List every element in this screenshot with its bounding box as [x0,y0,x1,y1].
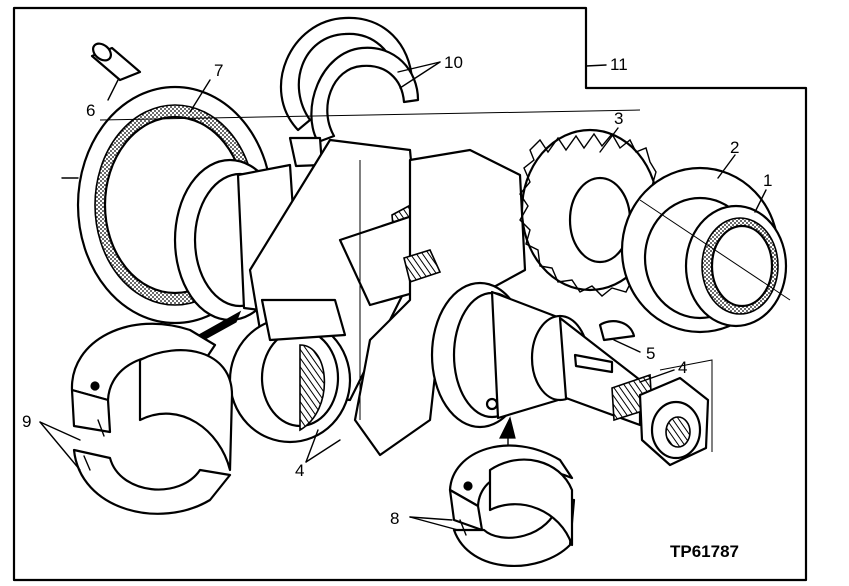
callout-8: 8 [390,509,399,528]
callout-10: 10 [444,53,463,72]
callout-6: 6 [86,101,95,120]
callout-9: 9 [22,412,31,431]
main-bearing-left [70,322,234,515]
woodruff-key [598,320,636,342]
callout-5: 5 [646,344,655,363]
callout-2: 2 [730,138,739,157]
callout-4-right: 4 [678,358,687,377]
rear-oil-seal [639,199,791,328]
callout-3: 3 [614,109,623,128]
assembly-frame [12,6,808,582]
leader-lines [39,61,767,531]
main-bearing-right [448,444,576,567]
dowel-pin [90,42,142,82]
callout-4-lower: 4 [295,461,304,480]
crankshaft [99,109,653,471]
callout-7: 7 [214,61,223,80]
crank-nose-hub [638,359,713,467]
callout-1: 1 [763,171,772,190]
figure-code: TP61787 [670,542,739,561]
callout-11: 11 [610,55,628,74]
